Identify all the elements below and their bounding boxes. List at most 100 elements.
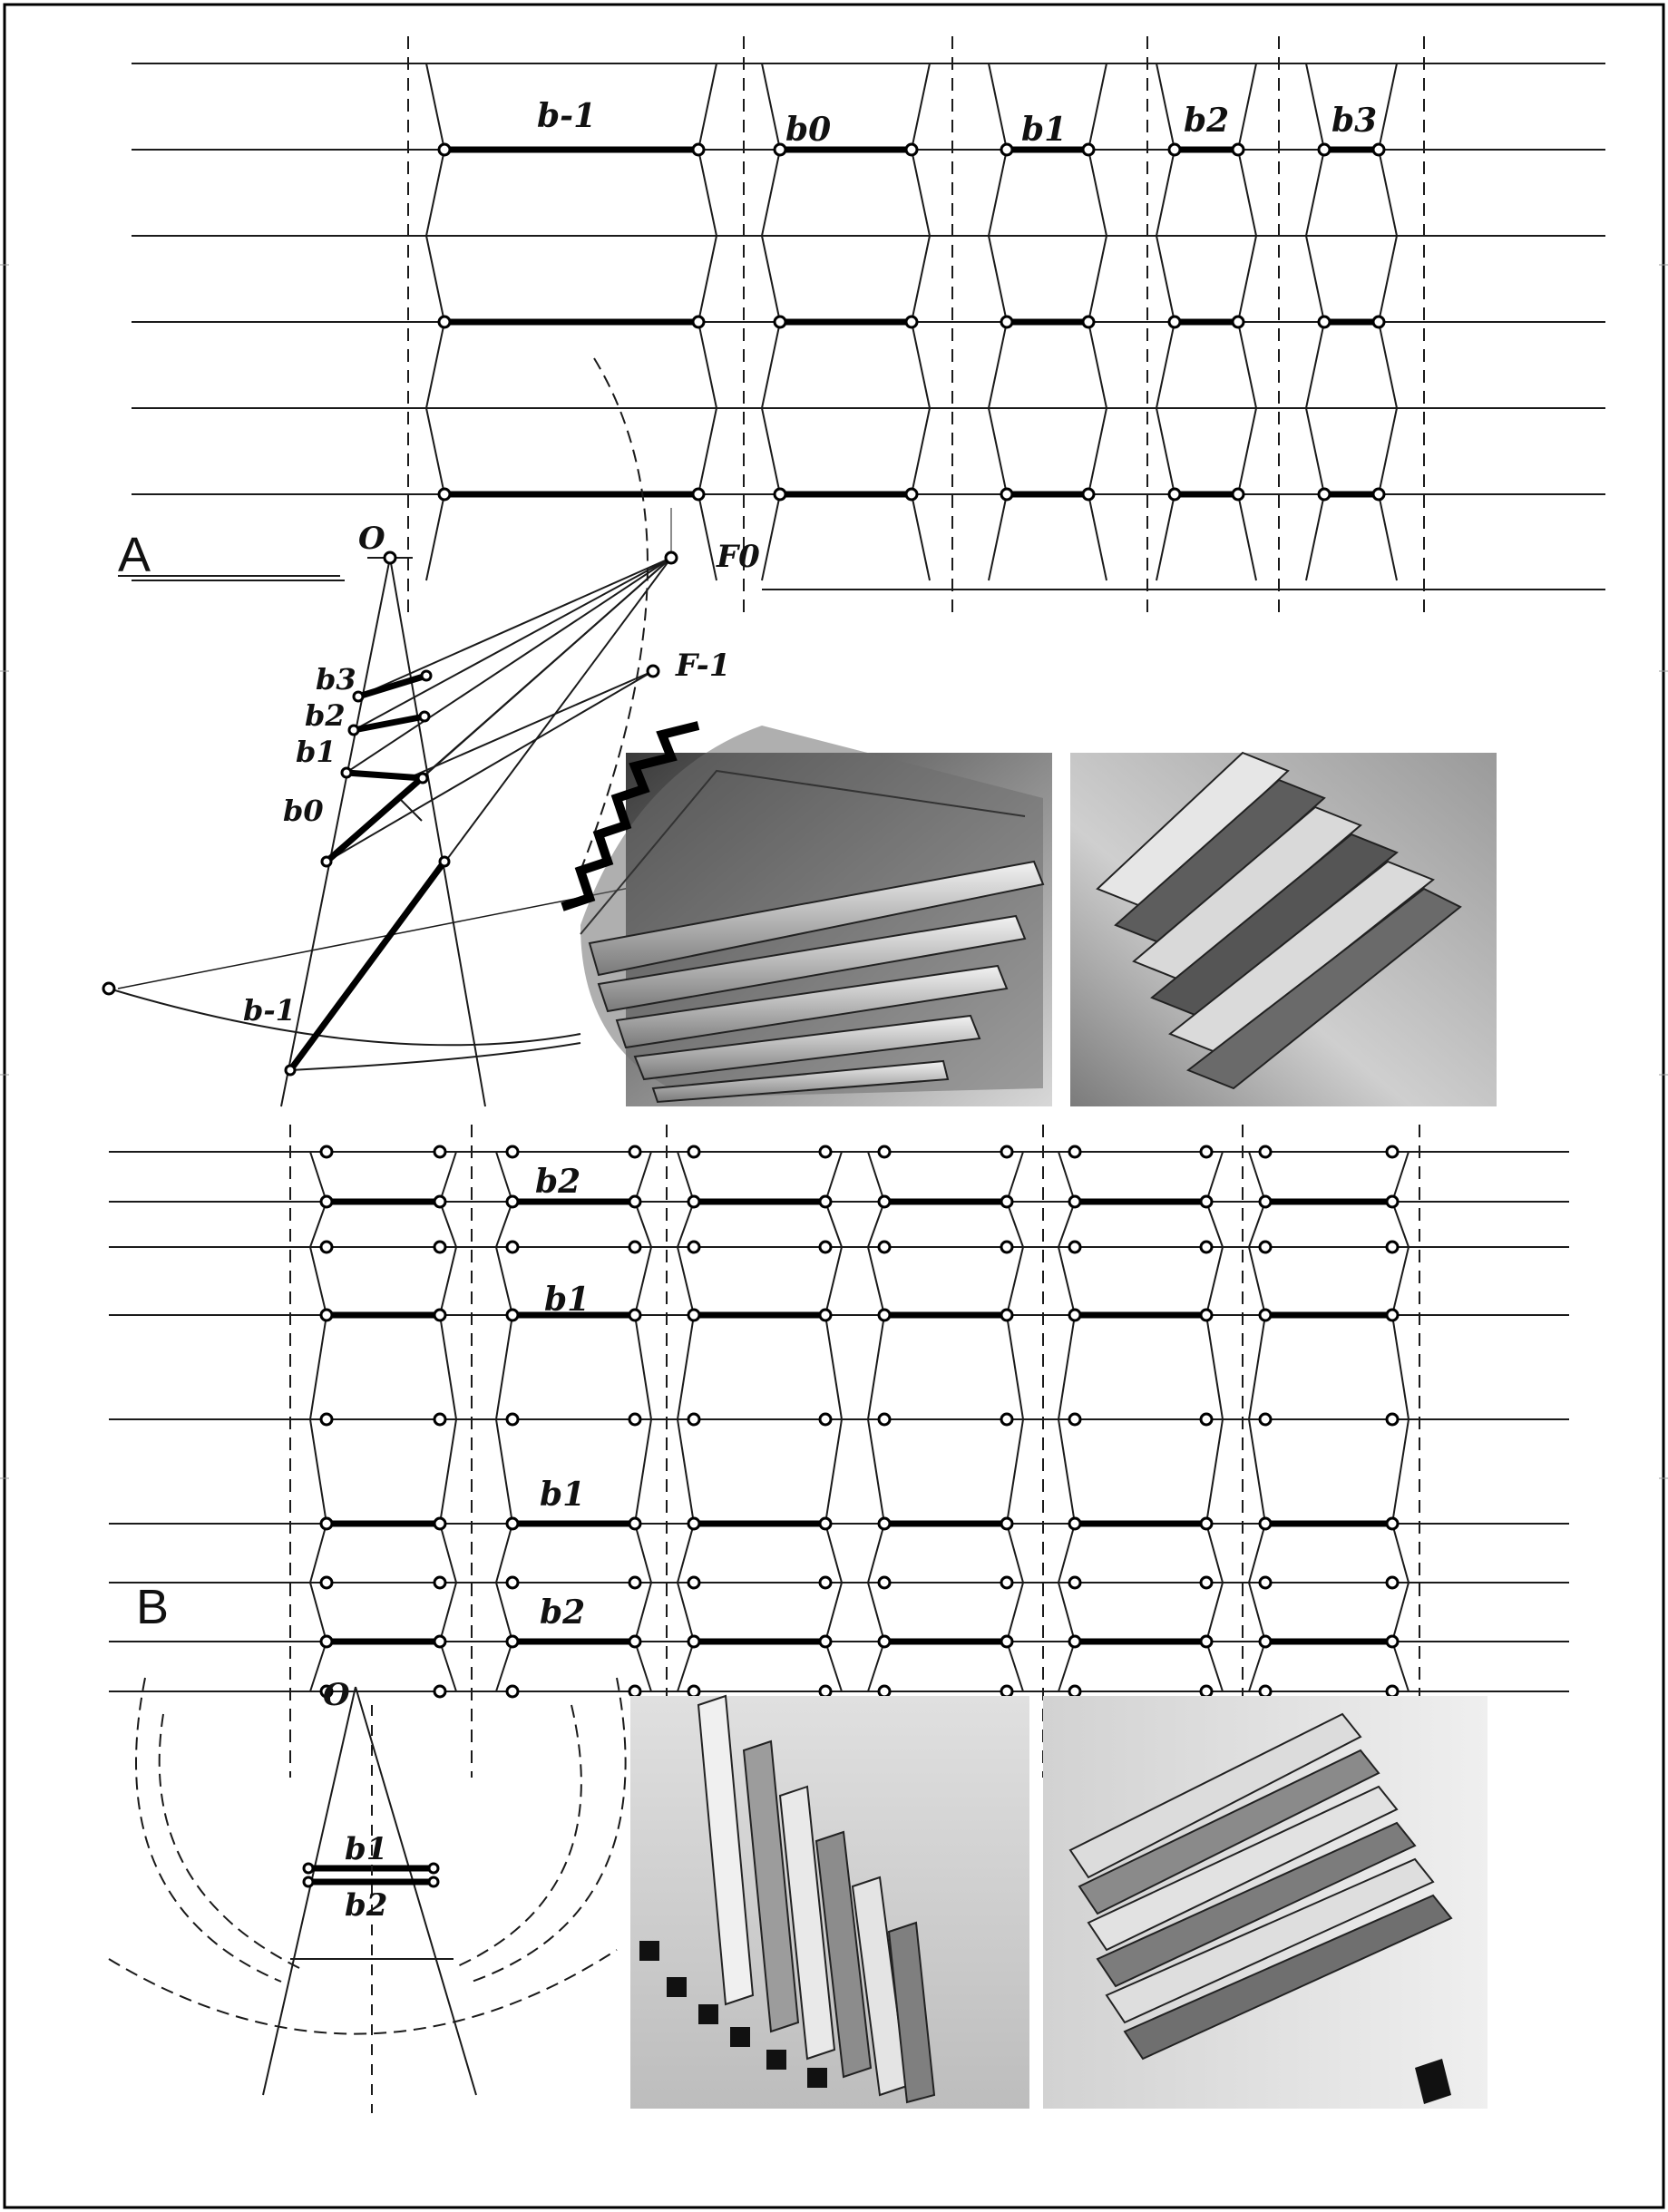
photo-b-left <box>630 1694 1029 2109</box>
crease-node <box>437 315 452 329</box>
crease-node <box>1000 1240 1014 1254</box>
crease-node <box>1199 1145 1214 1159</box>
crease-node <box>877 1240 892 1254</box>
crease-node <box>773 315 787 329</box>
crease-node <box>628 1634 642 1649</box>
photo-a-left <box>561 721 1052 1106</box>
crease-node <box>433 1575 447 1590</box>
section-letter-a: A <box>118 528 151 582</box>
crease-node <box>818 1684 833 1699</box>
crease-node <box>818 1194 833 1209</box>
crease-node <box>1167 315 1182 329</box>
row-label-a: b1 <box>1021 111 1067 149</box>
crease-node <box>687 1145 701 1159</box>
crease-node <box>687 1634 701 1649</box>
crease-node <box>687 1308 701 1322</box>
crease-node <box>1068 1308 1082 1322</box>
crease-node <box>1258 1308 1273 1322</box>
crease-node <box>904 142 919 157</box>
construction-label: b3 <box>316 662 356 697</box>
crease-node <box>877 1634 892 1649</box>
row-label-b: b2 <box>540 1593 585 1632</box>
crease-node <box>319 1634 334 1649</box>
crease-node <box>1167 142 1182 157</box>
crease-node <box>1000 1684 1014 1699</box>
crease-node <box>433 1194 447 1209</box>
crease-node <box>1068 1516 1082 1531</box>
crease-node <box>1068 1575 1082 1590</box>
crease-node <box>687 1194 701 1209</box>
crease-node <box>1258 1412 1273 1427</box>
crease-node <box>1317 315 1331 329</box>
crease-node <box>1199 1575 1214 1590</box>
crease-node <box>1317 487 1331 502</box>
crease-pattern-a <box>132 36 1605 617</box>
crease-node <box>505 1412 520 1427</box>
crease-node <box>1000 1575 1014 1590</box>
crease-node <box>687 1684 701 1699</box>
crease-node <box>1258 1516 1273 1531</box>
crease-node <box>1000 487 1014 502</box>
crease-node <box>628 1194 642 1209</box>
crease-node <box>818 1412 833 1427</box>
construction-b <box>108 1677 627 2113</box>
crease-node <box>1385 1684 1400 1699</box>
crease-node <box>687 1412 701 1427</box>
crease-node <box>1199 1308 1214 1322</box>
crease-node <box>505 1575 520 1590</box>
crease-node <box>628 1308 642 1322</box>
crease-node <box>1000 142 1014 157</box>
crease-node <box>1385 1308 1400 1322</box>
crease-node <box>1385 1240 1400 1254</box>
crease-node <box>433 1308 447 1322</box>
crease-node <box>433 1240 447 1254</box>
construction-a <box>108 357 672 1107</box>
crease-node <box>1385 1634 1400 1649</box>
crease-node <box>687 1240 701 1254</box>
crease-node <box>877 1308 892 1322</box>
crease-node <box>319 1240 334 1254</box>
crease-node <box>877 1194 892 1209</box>
crease-node <box>319 1145 334 1159</box>
row-label-b: b1 <box>544 1281 590 1319</box>
focus-label-f0: F0 <box>716 539 760 575</box>
crease-node <box>1385 1194 1400 1209</box>
crease-node <box>505 1634 520 1649</box>
crease-node <box>1258 1145 1273 1159</box>
crease-node <box>1199 1412 1214 1427</box>
crease-node <box>691 315 706 329</box>
crease-node <box>1231 142 1245 157</box>
crease-node <box>433 1516 447 1531</box>
crease-node <box>433 1634 447 1649</box>
crease-node <box>1371 142 1386 157</box>
crease-node <box>505 1516 520 1531</box>
crease-node <box>1068 1412 1082 1427</box>
crease-node <box>877 1684 892 1699</box>
crease-node <box>628 1145 642 1159</box>
crease-node <box>319 1684 334 1699</box>
crease-node <box>1000 1516 1014 1531</box>
construction-b-nodes <box>302 1862 440 1888</box>
origin-node-a <box>383 551 397 565</box>
crease-node <box>818 1240 833 1254</box>
crease-node <box>818 1308 833 1322</box>
crease-node <box>1385 1412 1400 1427</box>
crease-node <box>628 1240 642 1254</box>
crease-node <box>904 315 919 329</box>
crease-node <box>319 1575 334 1590</box>
crease-node <box>505 1308 520 1322</box>
crease-node <box>319 1194 334 1209</box>
crease-node <box>1385 1516 1400 1531</box>
focus-label-f-1: F-1 <box>675 648 730 684</box>
crease-node <box>1385 1145 1400 1159</box>
row-label-b: b2 <box>535 1163 580 1201</box>
crease-node <box>1199 1634 1214 1649</box>
crease-node <box>437 487 452 502</box>
crease-node <box>1068 1684 1082 1699</box>
section-letter-b: B <box>136 1580 169 1634</box>
photo-b-right <box>1043 1696 1488 2109</box>
crease-node <box>1199 1516 1214 1531</box>
construction-label: b0 <box>283 794 324 828</box>
crease-node <box>1231 487 1245 502</box>
crease-node <box>1068 1634 1082 1649</box>
